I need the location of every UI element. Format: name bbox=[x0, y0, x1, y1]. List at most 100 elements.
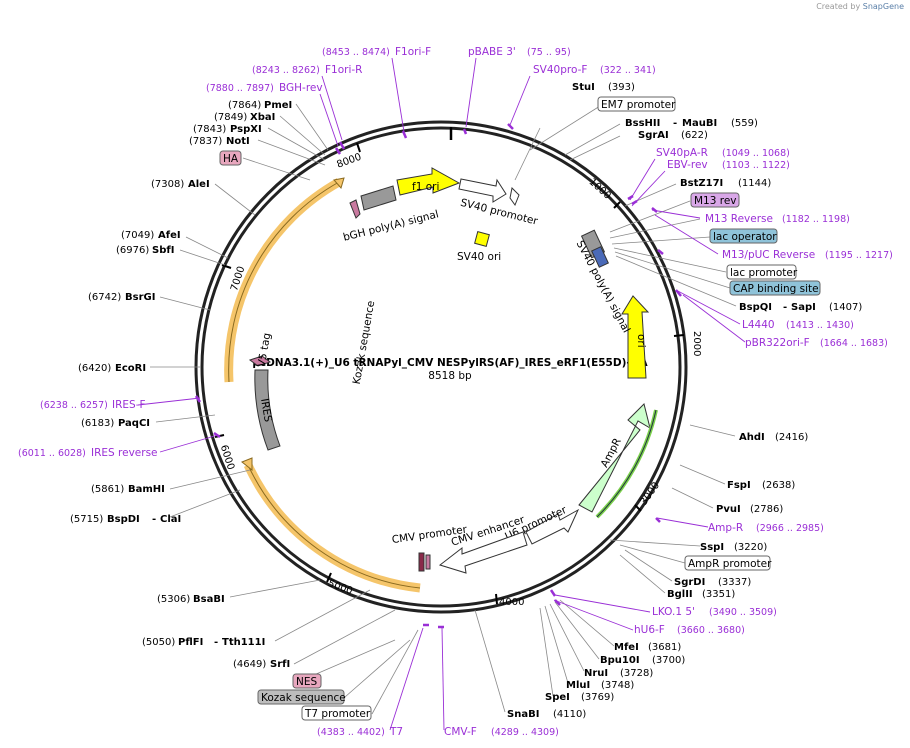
orf-arc-lower-left-line bbox=[247, 464, 421, 589]
enzyme-bglii: BglII(3351) bbox=[667, 589, 735, 600]
enzyme-pos-stui: (393) bbox=[608, 82, 635, 93]
u6-promoter-feature bbox=[525, 508, 580, 545]
enzyme-nrui: NruI(3728) bbox=[584, 668, 653, 679]
box-t7-promoter: T7 promoter bbox=[301, 705, 372, 721]
v5-tag-feature bbox=[248, 355, 272, 367]
primer-pos-hu6-f: (3660 .. 3680) bbox=[677, 625, 745, 636]
ampr-feature bbox=[578, 403, 651, 513]
primer-name-pbr322ori-f: pBR322ori-F bbox=[745, 337, 810, 349]
enzyme-pos-snabi: (4110) bbox=[553, 709, 586, 720]
primer-amp-r: Amp-R(2966 .. 2985) bbox=[708, 522, 824, 534]
enzyme-name-alei: AleI bbox=[188, 179, 210, 190]
primer-pos-pbabe3: (75 .. 95) bbox=[527, 47, 571, 58]
enzyme-pflfi: (5050)PflFI-Tth111I bbox=[142, 637, 265, 648]
enzyme-dash-bspqi: - bbox=[783, 302, 787, 313]
enzyme-pos-alei: (7308) bbox=[151, 179, 184, 190]
enzyme-name-fspi: FspI bbox=[727, 480, 751, 491]
credit-prefix: Created by bbox=[816, 2, 861, 11]
primer-name-hu6-f: hU6-F bbox=[634, 624, 665, 636]
primer-name-pbabe3: pBABE 3' bbox=[468, 46, 516, 58]
orf-arc-upper-left-line bbox=[228, 181, 340, 383]
enzyme-paqci: (6183)PaqCI bbox=[81, 418, 150, 429]
enzyme-name-sbfi: SbfI bbox=[152, 245, 174, 256]
enzyme-noti: (7837)NotI bbox=[189, 136, 250, 147]
primer-t7: (4383 .. 4402)T7 bbox=[317, 726, 403, 738]
enzyme-bsrgi: (6742)BsrGI bbox=[88, 292, 155, 303]
primer-pos-bgh-rev: (7880 .. 7897) bbox=[206, 83, 274, 94]
enzyme-pos-ahdi: (2416) bbox=[775, 432, 808, 443]
sv40-ori-label: SV40 ori bbox=[457, 251, 501, 263]
enzyme-dash-bsshii: - bbox=[673, 118, 677, 129]
ires-label: IRES bbox=[258, 398, 274, 424]
enzyme-pos-mfei: (3681) bbox=[648, 642, 681, 653]
plasmid-name: pcDNA3.1(+)_U6 tRNAPyl_CMV NESPylRS(AF)_… bbox=[252, 357, 648, 369]
ires-feature bbox=[254, 369, 281, 451]
enzyme-pos-nrui: (3728) bbox=[620, 668, 653, 679]
tick-4000: 4000 bbox=[495, 593, 524, 608]
enzyme-dash-pflfi: - bbox=[214, 637, 218, 648]
tick-label-4000: 4000 bbox=[499, 597, 524, 608]
enzyme-sbfi: (6976)SbfI bbox=[116, 245, 174, 256]
m13-rev-label: M13 rev bbox=[694, 195, 737, 207]
enzyme-name-xbai: XbaI bbox=[250, 112, 275, 123]
enzyme-name-bamhi: BamHI bbox=[128, 484, 165, 495]
primer-f1ori-r: (8243 .. 8262)F1ori-R bbox=[252, 64, 362, 76]
box-kozak-sequence: Kozak sequence bbox=[257, 689, 346, 705]
primer-ires-reverse: (6011 .. 6028)IRES reverse bbox=[18, 447, 158, 459]
kozak-box-label: Kozak sequence bbox=[261, 692, 346, 704]
bgh-polya-feature bbox=[360, 185, 397, 211]
enzyme-pos-fspi: (2638) bbox=[762, 480, 795, 491]
enzyme-pos-srfi: (4649) bbox=[233, 659, 266, 670]
enzyme-name-bsabi: BsaBI bbox=[193, 594, 225, 605]
enzyme-name2-pflfi: Tth111I bbox=[222, 637, 265, 648]
enzyme-name-pflfi: PflFI bbox=[178, 637, 203, 648]
primer-pos-m13-reverse: (1182 .. 1198) bbox=[782, 214, 850, 225]
snapgene-brand: SnapGene bbox=[862, 2, 904, 11]
primer-pos-cmv-f: (4289 .. 4309) bbox=[491, 727, 559, 738]
bgh-small-feature bbox=[349, 199, 361, 219]
enzyme-pos-bsshii: (559) bbox=[731, 118, 758, 129]
primer-name-m13-reverse: M13 Reverse bbox=[705, 213, 773, 225]
enzyme-pvui: PvuI(2786) bbox=[716, 504, 783, 515]
primer-name-t7: T7 bbox=[389, 726, 403, 738]
f1-ori-label: f1 ori bbox=[412, 181, 439, 193]
enzyme-pos-bstz17i: (1144) bbox=[738, 178, 771, 189]
lac-operator-label: lac operator bbox=[713, 231, 777, 243]
box-lac-promoter: lac promoter bbox=[726, 264, 798, 280]
enzyme-afei: (7049)AfeI bbox=[121, 230, 181, 241]
primer-sv40pa-r: SV40pA-R(1049 .. 1068) bbox=[656, 147, 790, 159]
enzyme-name-spei: SpeI bbox=[545, 692, 570, 703]
enzyme-name-snabi: SnaBI bbox=[507, 709, 539, 720]
enzyme-pos-sgrai: (622) bbox=[681, 130, 708, 141]
tick-5000: 5000 bbox=[326, 572, 354, 597]
enzyme-stui: StuI(393) bbox=[572, 82, 635, 93]
ampr-promoter-label: AmpR promoter bbox=[688, 558, 772, 570]
enzyme-name-sspi: SspI bbox=[700, 542, 724, 553]
enzyme-pos-sspi: (3220) bbox=[734, 542, 767, 553]
lac-small-feature bbox=[591, 246, 609, 268]
enzyme-bstz17i: BstZ17I(1144) bbox=[680, 178, 771, 189]
primer-pos-pbr322ori-f: (1664 .. 1683) bbox=[820, 338, 888, 349]
ampr-orf-arc-line bbox=[596, 409, 657, 518]
enzyme-bspdi: (5715)BspDI-ClaI bbox=[70, 514, 181, 525]
enzyme-sgrai: SgrAI (622) bbox=[638, 130, 708, 141]
primer-bgh-rev: (7880 .. 7897)BGH-rev bbox=[206, 82, 323, 94]
primer-marks bbox=[194, 123, 682, 629]
enzyme-pos-pvui: (2786) bbox=[750, 504, 783, 515]
primer-lko1-5: LKO.1 5'(3490 .. 3509) bbox=[652, 606, 777, 618]
primer-name-amp-r: Amp-R bbox=[708, 522, 743, 534]
enzyme-snabi: SnaBI (4110) bbox=[507, 709, 586, 720]
primer-pos-ires-f: (6238 .. 6257) bbox=[40, 400, 108, 411]
enzyme-name-pmei: PmeI bbox=[264, 100, 292, 111]
primer-m13-reverse: M13 Reverse (1182 .. 1198) bbox=[705, 213, 850, 225]
enzyme-name-sgrai: SgrAI bbox=[638, 130, 669, 141]
tick-2000: 2000 bbox=[673, 331, 702, 356]
primer-name-ires-reverse: IRES reverse bbox=[91, 447, 158, 459]
enzyme-pos-bspqi: (1407) bbox=[829, 302, 862, 313]
enzyme-name-bsshii: BssHII bbox=[625, 118, 660, 129]
primer-sv40pro-f: SV40pro-F(322 .. 341) bbox=[533, 64, 656, 76]
enzyme-pos-bsabi: (5306) bbox=[157, 594, 190, 605]
primer-name-f1ori-f: F1ori-F bbox=[395, 46, 431, 58]
enzyme-name-sgrdi: SgrDI bbox=[674, 577, 705, 588]
enzyme-pos-paqci: (6183) bbox=[81, 418, 114, 429]
